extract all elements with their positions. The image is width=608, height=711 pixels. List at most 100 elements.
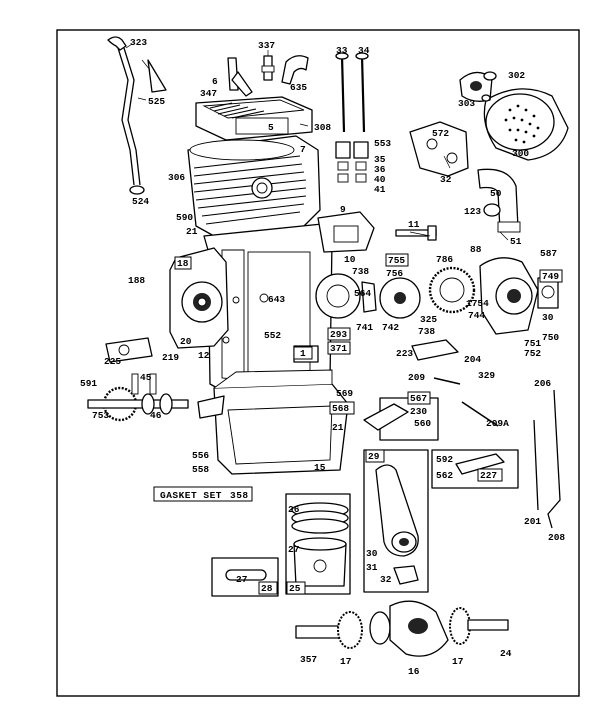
label-17-a: 17 [340,656,352,667]
label-18: 18 [177,258,189,269]
label-556: 556 [192,450,209,461]
label-643: 643 [268,294,285,305]
breather-tube [227,57,253,97]
diagram-frame [56,29,580,697]
crankshaft [295,600,509,657]
label-123: 123 [464,206,481,217]
elbow-fitting [281,55,309,85]
label-88: 88 [470,244,482,255]
label-31: 31 [366,562,378,573]
label-27-b: 27 [236,574,248,585]
label-329: 329 [478,370,495,381]
gasket-set-number: 358 [230,490,249,501]
exhaust-bracket [409,121,469,177]
label-12: 12 [198,350,210,361]
label-188: 188 [128,275,145,286]
label-6: 6 [212,76,218,87]
label-5: 5 [268,122,274,133]
label-524: 524 [132,196,149,207]
label-21-b: 21 [332,422,344,433]
label-30-b: 30 [366,548,378,559]
label-32: 32 [440,174,452,185]
label-46: 46 [150,410,162,421]
label-230: 230 [410,406,427,417]
label-17-b: 17 [452,656,464,667]
label-738-a: 738 [352,266,369,277]
cylinder-head [195,96,313,141]
label-591: 591 [80,378,97,389]
tappet-cover [317,211,375,253]
governor-225 [105,337,153,363]
label-21-a: 21 [186,226,198,237]
connecting-rod-box [363,449,429,593]
governor-rod [533,389,561,529]
label-204: 204 [464,354,481,365]
label-744: 744 [468,310,485,321]
label-16: 16 [408,666,420,677]
label-560: 560 [414,418,431,429]
part-labels: 323 525 524 590 21 306 308 5 7 347 6 337… [80,37,565,677]
label-24: 24 [500,648,512,659]
piston-pin-box [211,557,279,597]
label-347: 347 [200,88,217,99]
label-227: 227 [480,470,497,481]
cylinder-block [187,135,321,237]
label-27-a: 27 [288,544,300,555]
label-553: 553 [374,138,391,149]
label-225: 225 [104,356,121,367]
muffler [459,71,569,161]
label-302: 302 [508,70,525,81]
label-749: 749 [542,271,559,282]
label-308: 308 [314,122,331,133]
label-32-b: 32 [380,574,392,585]
label-208: 208 [548,532,565,543]
label-45: 45 [140,372,152,383]
label-293: 293 [330,329,347,340]
label-206: 206 [534,378,551,389]
label-558: 558 [192,464,209,475]
label-223: 223 [396,348,413,359]
label-750: 750 [542,332,559,343]
label-51: 51 [510,236,522,247]
label-209a: 209A [486,418,509,429]
side-cover [169,247,229,349]
label-28: 28 [261,583,273,594]
dipstick-tube [107,36,167,195]
label-25: 25 [289,583,301,594]
label-525: 525 [148,96,165,107]
label-587: 587 [540,248,557,259]
label-741: 741 [356,322,373,333]
lever-227-box [431,449,519,489]
oil-sump [197,369,349,475]
label-34: 34 [358,45,370,56]
label-564: 564 [354,288,371,299]
label-306: 306 [168,172,185,183]
valves [335,52,369,183]
label-29: 29 [368,451,380,462]
label-567: 567 [410,393,427,404]
label-751: 751 [524,338,541,349]
label-371: 371 [330,343,347,354]
gasket-set-label: GASKET SET 358 [153,486,253,502]
gasket-set-text: GASKET SET [160,490,222,501]
label-40: 40 [374,174,386,185]
label-33: 33 [336,45,348,56]
bearing-plate-749 [479,257,559,335]
label-337: 337 [258,40,275,51]
exhaust-elbow [477,168,521,233]
camshaft [87,373,189,422]
label-325: 325 [420,314,437,325]
label-562: 562 [436,470,453,481]
label-36: 36 [374,164,386,175]
label-303: 303 [458,98,475,109]
spark-plug [261,55,275,81]
label-209: 209 [408,372,425,383]
label-50: 50 [490,188,502,199]
label-755: 755 [388,255,405,266]
label-323: 323 [130,37,147,48]
label-201: 201 [524,516,541,527]
ring-gear-786 [428,266,476,314]
label-568: 568 [332,403,349,414]
label-590: 590 [176,212,193,223]
